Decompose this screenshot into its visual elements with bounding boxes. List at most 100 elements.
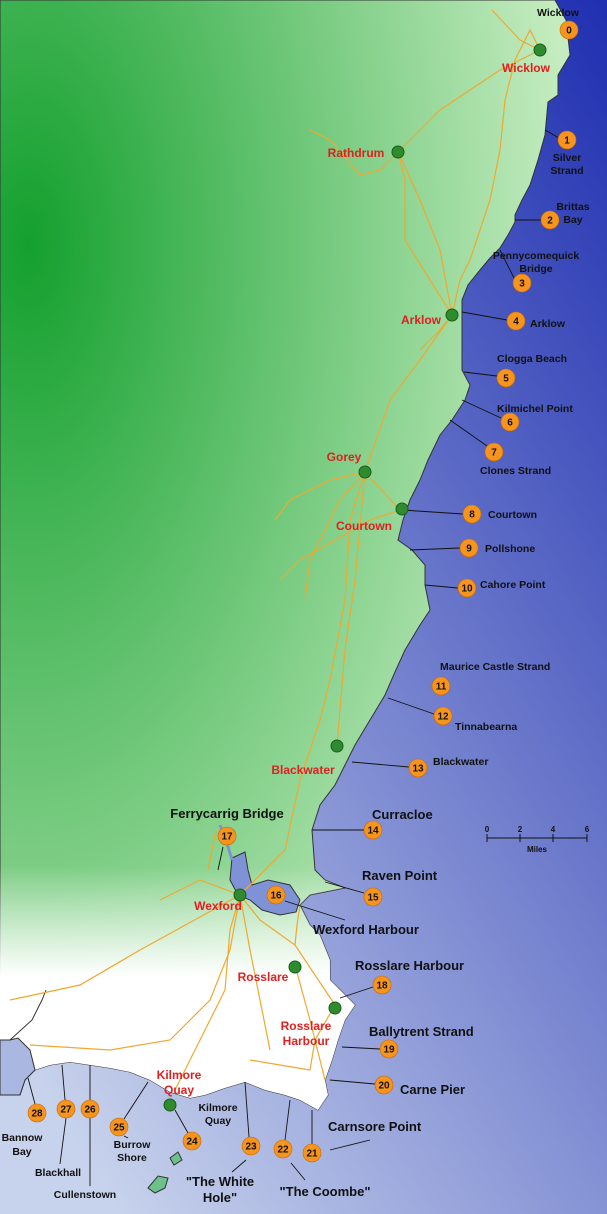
site-label: Blackhall	[35, 1167, 81, 1179]
site-number: 7	[491, 448, 497, 459]
site-marker	[374, 1075, 394, 1095]
saltee-island-large	[147, 1175, 169, 1194]
site-marker	[217, 826, 237, 846]
leader-line	[123, 1081, 149, 1120]
town-wexford: Wexford	[194, 888, 247, 913]
leader-lines	[27, 129, 560, 1186]
site-marker	[56, 1099, 76, 1119]
town-rathdrum: Rathdrum	[328, 145, 405, 160]
town-label: Courtown	[336, 519, 392, 533]
town-label: Blackwater	[271, 763, 335, 777]
site-marker	[363, 887, 383, 907]
site-marker	[459, 538, 479, 558]
roads	[9, 9, 541, 1091]
site-marker	[379, 1039, 399, 1059]
town-dot	[445, 308, 459, 322]
leader-line	[544, 129, 560, 139]
site-number: 6	[507, 418, 513, 429]
site-label: Curracloe	[372, 807, 433, 822]
bannow-channel	[9, 989, 47, 1041]
town-label: Rosslare	[238, 970, 289, 984]
town-label: Wexford	[194, 899, 242, 913]
site-label: Clogga Beach	[497, 353, 567, 365]
towns-layer: WicklowRathdrumArklowGoreyCourtownBlackw…	[157, 43, 551, 1112]
site-label: Ferrycarrig Bridge	[170, 806, 283, 821]
site-marker	[496, 368, 516, 388]
town-blackwater: Blackwater	[271, 739, 344, 777]
site-marker	[109, 1117, 129, 1137]
leader-line	[231, 1159, 247, 1173]
site-marker	[557, 130, 577, 150]
site-number: 13	[412, 764, 424, 775]
leader-line	[424, 584, 459, 589]
site-number: 26	[84, 1105, 96, 1116]
bannow-bay-water	[0, 1037, 36, 1096]
site-number: 14	[367, 826, 379, 837]
town-courtown: Courtown	[336, 502, 409, 533]
site-marker	[80, 1099, 100, 1119]
site-marker	[266, 885, 286, 905]
leader-line	[499, 249, 515, 279]
leader-line	[27, 1077, 36, 1105]
town-label: Rathdrum	[328, 146, 385, 160]
scale-bar: 0 2 4 6 Miles	[485, 825, 590, 854]
town-label: Gorey	[327, 450, 362, 464]
site-marker	[27, 1103, 47, 1123]
site-number: 25	[113, 1123, 125, 1134]
site-number: 9	[466, 544, 472, 555]
site-label: "The Coombe"	[279, 1184, 370, 1199]
town-dot	[288, 960, 302, 974]
town-dot	[395, 502, 409, 516]
site-number: 15	[367, 893, 379, 904]
site-marker	[431, 676, 451, 696]
site-number: 10	[461, 584, 473, 595]
site-label: Arklow	[530, 318, 566, 330]
site-marker	[457, 578, 477, 598]
site-14-curracloe: 14 Curracloe	[363, 807, 433, 840]
town-wicklow: Wicklow	[502, 43, 551, 75]
site-marker	[540, 210, 560, 230]
leader-line	[324, 881, 365, 894]
site-number: 3	[519, 279, 525, 290]
site-9-pollshone: 9 Pollshone	[459, 538, 535, 558]
site-0-wicklow: 0 Wicklow	[537, 7, 580, 40]
town-dot	[533, 43, 547, 57]
leader-line	[329, 1139, 371, 1151]
site-number: 11	[436, 682, 447, 693]
site-label: Wicklow	[537, 7, 580, 19]
site-label: Pollshone	[485, 543, 535, 555]
site-marker	[559, 20, 579, 40]
site-marker	[433, 706, 453, 726]
site-label: Cullenstown	[54, 1189, 116, 1201]
leader-line	[387, 697, 435, 715]
leader-line	[401, 509, 464, 515]
site-number: 20	[378, 1081, 390, 1092]
site-number: 0	[566, 26, 572, 37]
leader-line	[59, 1117, 67, 1165]
town-arklow: Arklow	[401, 308, 459, 327]
site-number: 12	[437, 712, 449, 723]
town-dot	[330, 739, 344, 753]
leader-line	[174, 1109, 189, 1134]
